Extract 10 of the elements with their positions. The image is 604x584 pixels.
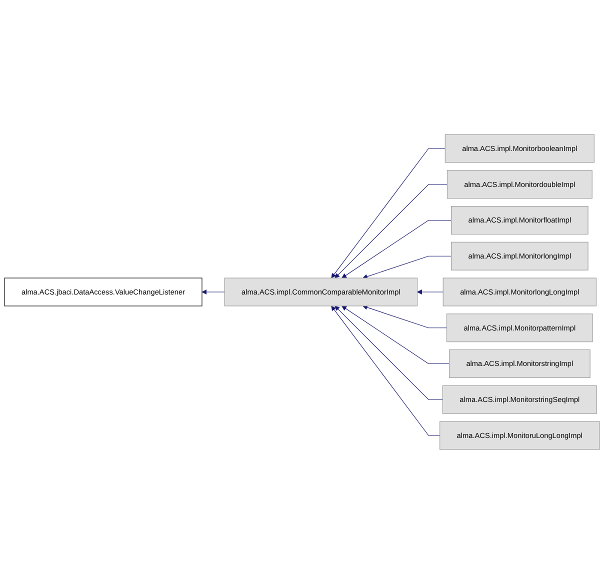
arrow — [362, 256, 452, 279]
arrow — [331, 148, 446, 278]
arrow — [417, 290, 444, 294]
arrow — [342, 220, 452, 278]
arrow — [334, 184, 448, 278]
arrow — [331, 306, 440, 436]
arrow — [342, 306, 450, 364]
arrow — [362, 305, 448, 328]
arrow — [334, 306, 443, 400]
arrow — [202, 290, 225, 294]
